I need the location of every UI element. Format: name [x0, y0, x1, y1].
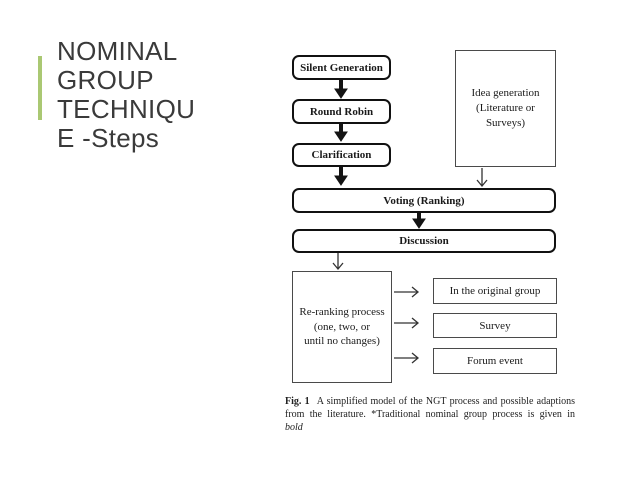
flow-node-forum-event: Forum event	[433, 348, 557, 374]
arrow-down-icon	[334, 80, 426, 229]
flow-node-silent-generation: Silent Generation	[292, 55, 391, 80]
flow-node-reranking-process: Re-ranking process (one, two, or until n…	[292, 271, 392, 383]
caption-line: Fig. 1 A simplified model of the NGT proc…	[285, 395, 575, 408]
node-label: Discussion	[399, 235, 449, 247]
node-label: Round Robin	[309, 105, 374, 118]
title-line: E -Steps	[57, 123, 160, 153]
node-label: In the original group	[449, 285, 541, 297]
node-label: Forum event	[467, 355, 523, 367]
node-label: Silent Generation	[300, 61, 383, 74]
flow-node-voting-ranking: Voting (Ranking)	[292, 188, 556, 213]
flow-node-in-original-group: In the original group	[433, 278, 557, 304]
caption-line-emphasis: bold	[285, 422, 303, 433]
node-label: Clarification	[311, 149, 372, 161]
flow-node-discussion: Discussion	[292, 229, 556, 253]
node-label-line: Re-ranking process	[299, 306, 385, 319]
node-label-line: (one, two, or	[313, 320, 371, 333]
page-title: NOMINAL GROUP TECHNIQU E -Steps	[57, 37, 195, 153]
figure-label: Fig. 1	[285, 396, 310, 407]
caption-line: from the literature. *Traditional nomina…	[285, 409, 575, 420]
flow-node-idea-generation: Idea generation (Literature or Surveys)	[455, 50, 556, 167]
arrow-right-icon	[394, 286, 420, 364]
arrow-down-thin-icon	[332, 168, 488, 271]
flow-node-survey: Survey	[433, 313, 557, 338]
title-line: NOMINAL	[57, 36, 178, 66]
node-label-line: Surveys)	[485, 117, 526, 129]
flow-node-round-robin: Round Robin	[292, 99, 391, 124]
node-label: Voting (Ranking)	[383, 194, 465, 207]
node-label: Survey	[479, 319, 511, 332]
node-label-line: Idea generation	[471, 87, 540, 99]
node-label-line: (Literature or	[476, 102, 535, 114]
flowchart-connectors	[332, 80, 488, 364]
caption-text: A simplified model of the NGT process an…	[316, 396, 575, 407]
accent-bar	[38, 56, 42, 120]
node-label-line: until no changes)	[304, 335, 380, 348]
title-line: GROUP	[57, 65, 154, 95]
title-line: TECHNIQU	[57, 94, 196, 124]
figure-caption: Fig. 1 A simplified model of the NGT proc…	[285, 395, 575, 434]
flow-node-clarification: Clarification	[292, 143, 391, 167]
